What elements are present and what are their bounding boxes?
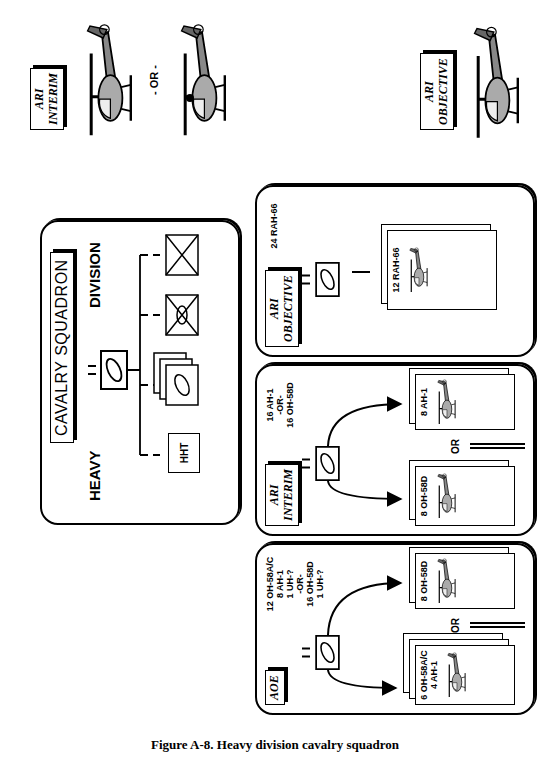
label-text: ARI OBJECTIVE	[267, 275, 295, 342]
objective-box: 24 RAH-66ARI OBJECTIVE 12 RAH-66	[255, 185, 535, 357]
strength-text: 24 RAH-66	[269, 189, 279, 263]
era-tag: ARI INTERIM	[265, 464, 299, 526]
rotated-figure: HEAVY DIVISION CAVALRY SQUADRON HHT ARI INTE…	[0, 0, 550, 720]
label-text: HHT	[179, 443, 190, 464]
ah1-helicopter	[88, 25, 131, 135]
era-tag: ARI OBJECTIVE	[265, 270, 299, 347]
label-text: ARI OBJECTIVE	[422, 58, 450, 125]
interim-box: 16 AH-1-OR-16 OH-58D ARI INTERIM 8 OH-58D 8…	[255, 364, 535, 536]
strength-text: -OR-	[295, 547, 305, 621]
strength-text: 16 AH-1	[265, 368, 275, 442]
heading-text: DIVISION	[86, 242, 103, 308]
objective-symbol	[302, 263, 370, 296]
helicopter-icon	[434, 378, 458, 426]
helicopter-icon	[406, 246, 430, 294]
figure-art	[0, 0, 550, 720]
or-label: OR	[450, 618, 461, 633]
troop-box: 6 OH-58A/C4 AH-1	[415, 645, 515, 705]
strength-text: 16 OH-58D	[305, 547, 315, 621]
heading-text: HEAVY	[86, 450, 103, 501]
label-text: ARI INTERIM	[32, 73, 60, 125]
strength-text: 8 OH-58D	[419, 561, 429, 602]
mast-sight	[186, 94, 194, 102]
helicopter-icon	[434, 557, 458, 605]
troop-symbols	[154, 235, 198, 405]
helicopter-icon	[444, 651, 468, 699]
title-tag: CAVALRY SQUADRON	[50, 252, 74, 443]
label-text: ARI INTERIM	[267, 469, 295, 521]
strength-text: 6 OH-58A/C	[419, 650, 429, 700]
troop-box: 12 RAH-66	[387, 230, 497, 310]
squadron-symbol	[88, 351, 127, 389]
interim-symbol	[302, 447, 339, 480]
figure-caption: Figure A-8. Heavy division cavalry squad…	[0, 737, 550, 753]
strength-text: 12 OH-58A/C	[265, 547, 275, 621]
era-tag: ARI OBJECTIVE	[420, 53, 454, 130]
era-tag: ARI INTERIM	[30, 68, 64, 130]
strength-text: 1 UH-?	[315, 547, 325, 621]
or-label: - OR -	[148, 65, 160, 95]
rah66-helicopter	[475, 27, 518, 137]
strength-text: 12 RAH-66	[391, 247, 401, 292]
strength-text: -OR-	[275, 368, 285, 442]
oh58d-helicopter	[182, 25, 225, 135]
troop-box: 8 OH-58D	[415, 553, 515, 609]
aoe-box: 12 OH-58A/C8 AH-11 UH-?-OR-16 OH-58D1 UH…	[255, 543, 535, 715]
strength-text: 16 OH-58D	[285, 368, 295, 442]
troop-box: 8 OH-58D	[415, 466, 515, 526]
helicopter-icon	[434, 472, 458, 520]
troop-box: 8 AH-1	[415, 374, 515, 430]
strength-text: 8 OH-58D	[419, 476, 429, 517]
hht-unit: HHT	[168, 433, 200, 473]
strength-text: 8 AH-1	[419, 388, 429, 416]
strength-text: 1 UH-?	[285, 547, 295, 621]
aoe-symbol	[302, 636, 339, 669]
strength-text: 8 AH-1	[275, 547, 285, 621]
label-text: CAVALRY SQUADRON	[53, 259, 70, 436]
era-tag: AOE	[265, 670, 285, 705]
or-label: OR	[450, 439, 461, 454]
label-text: AOE	[267, 675, 281, 700]
squadron-box: HEAVY DIVISION CAVALRY SQUADRON HHT	[40, 220, 240, 525]
strength-text: 4 AH-1	[429, 661, 439, 689]
